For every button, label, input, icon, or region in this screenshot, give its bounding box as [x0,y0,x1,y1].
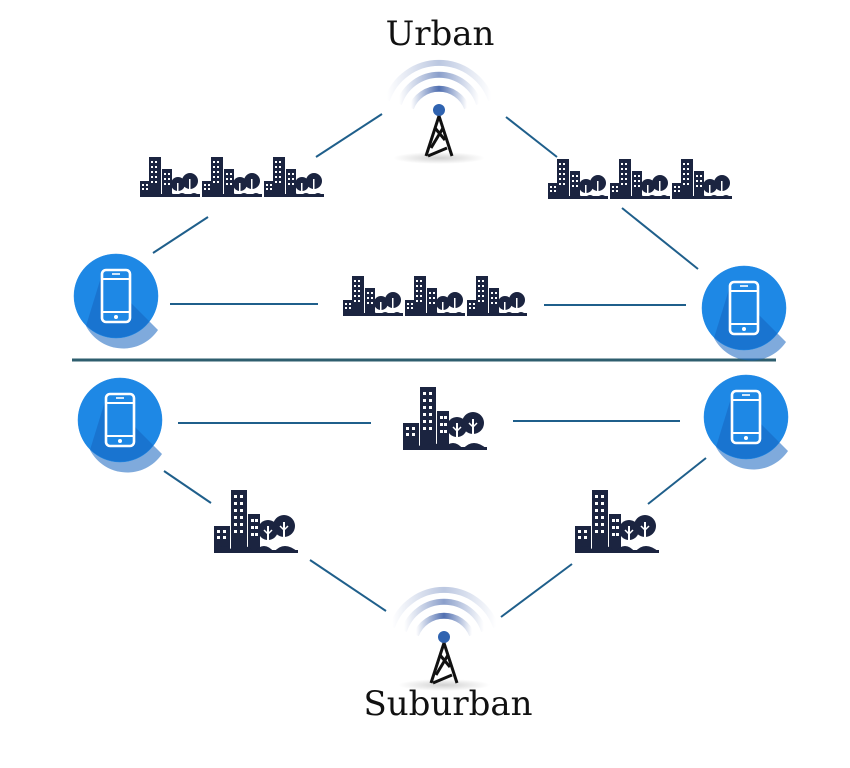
link-right-suburb-suburban-tower [500,563,573,618]
link-urban-tower-left-city [315,113,383,158]
dense-city-icon [140,157,324,197]
dense-city-icon [548,159,732,199]
smartphone-icon [700,264,788,362]
smartphone-icon [72,252,160,350]
link-right-city-right-phone [621,207,699,270]
smartphone-icon [76,376,164,474]
urban-label: Urban [385,14,495,54]
dense-city-icon [343,276,527,316]
links [152,113,707,618]
smartphone-icon [702,373,790,471]
sparse-city-icon [213,489,299,554]
link-right-phone-right-suburb [647,457,707,505]
sparse-city-icon [402,386,488,451]
suburban-label: Suburban [363,684,533,724]
cell-tower-icon [387,63,491,164]
sparse-city-icon [574,489,660,554]
cell-tower-icon [392,590,496,691]
link-urban-tower-right-city [505,116,558,158]
link-left-phone-left-suburb [163,470,212,504]
link-left-city-left-phone [152,216,209,254]
link-left-suburb-suburban-tower [309,559,387,612]
